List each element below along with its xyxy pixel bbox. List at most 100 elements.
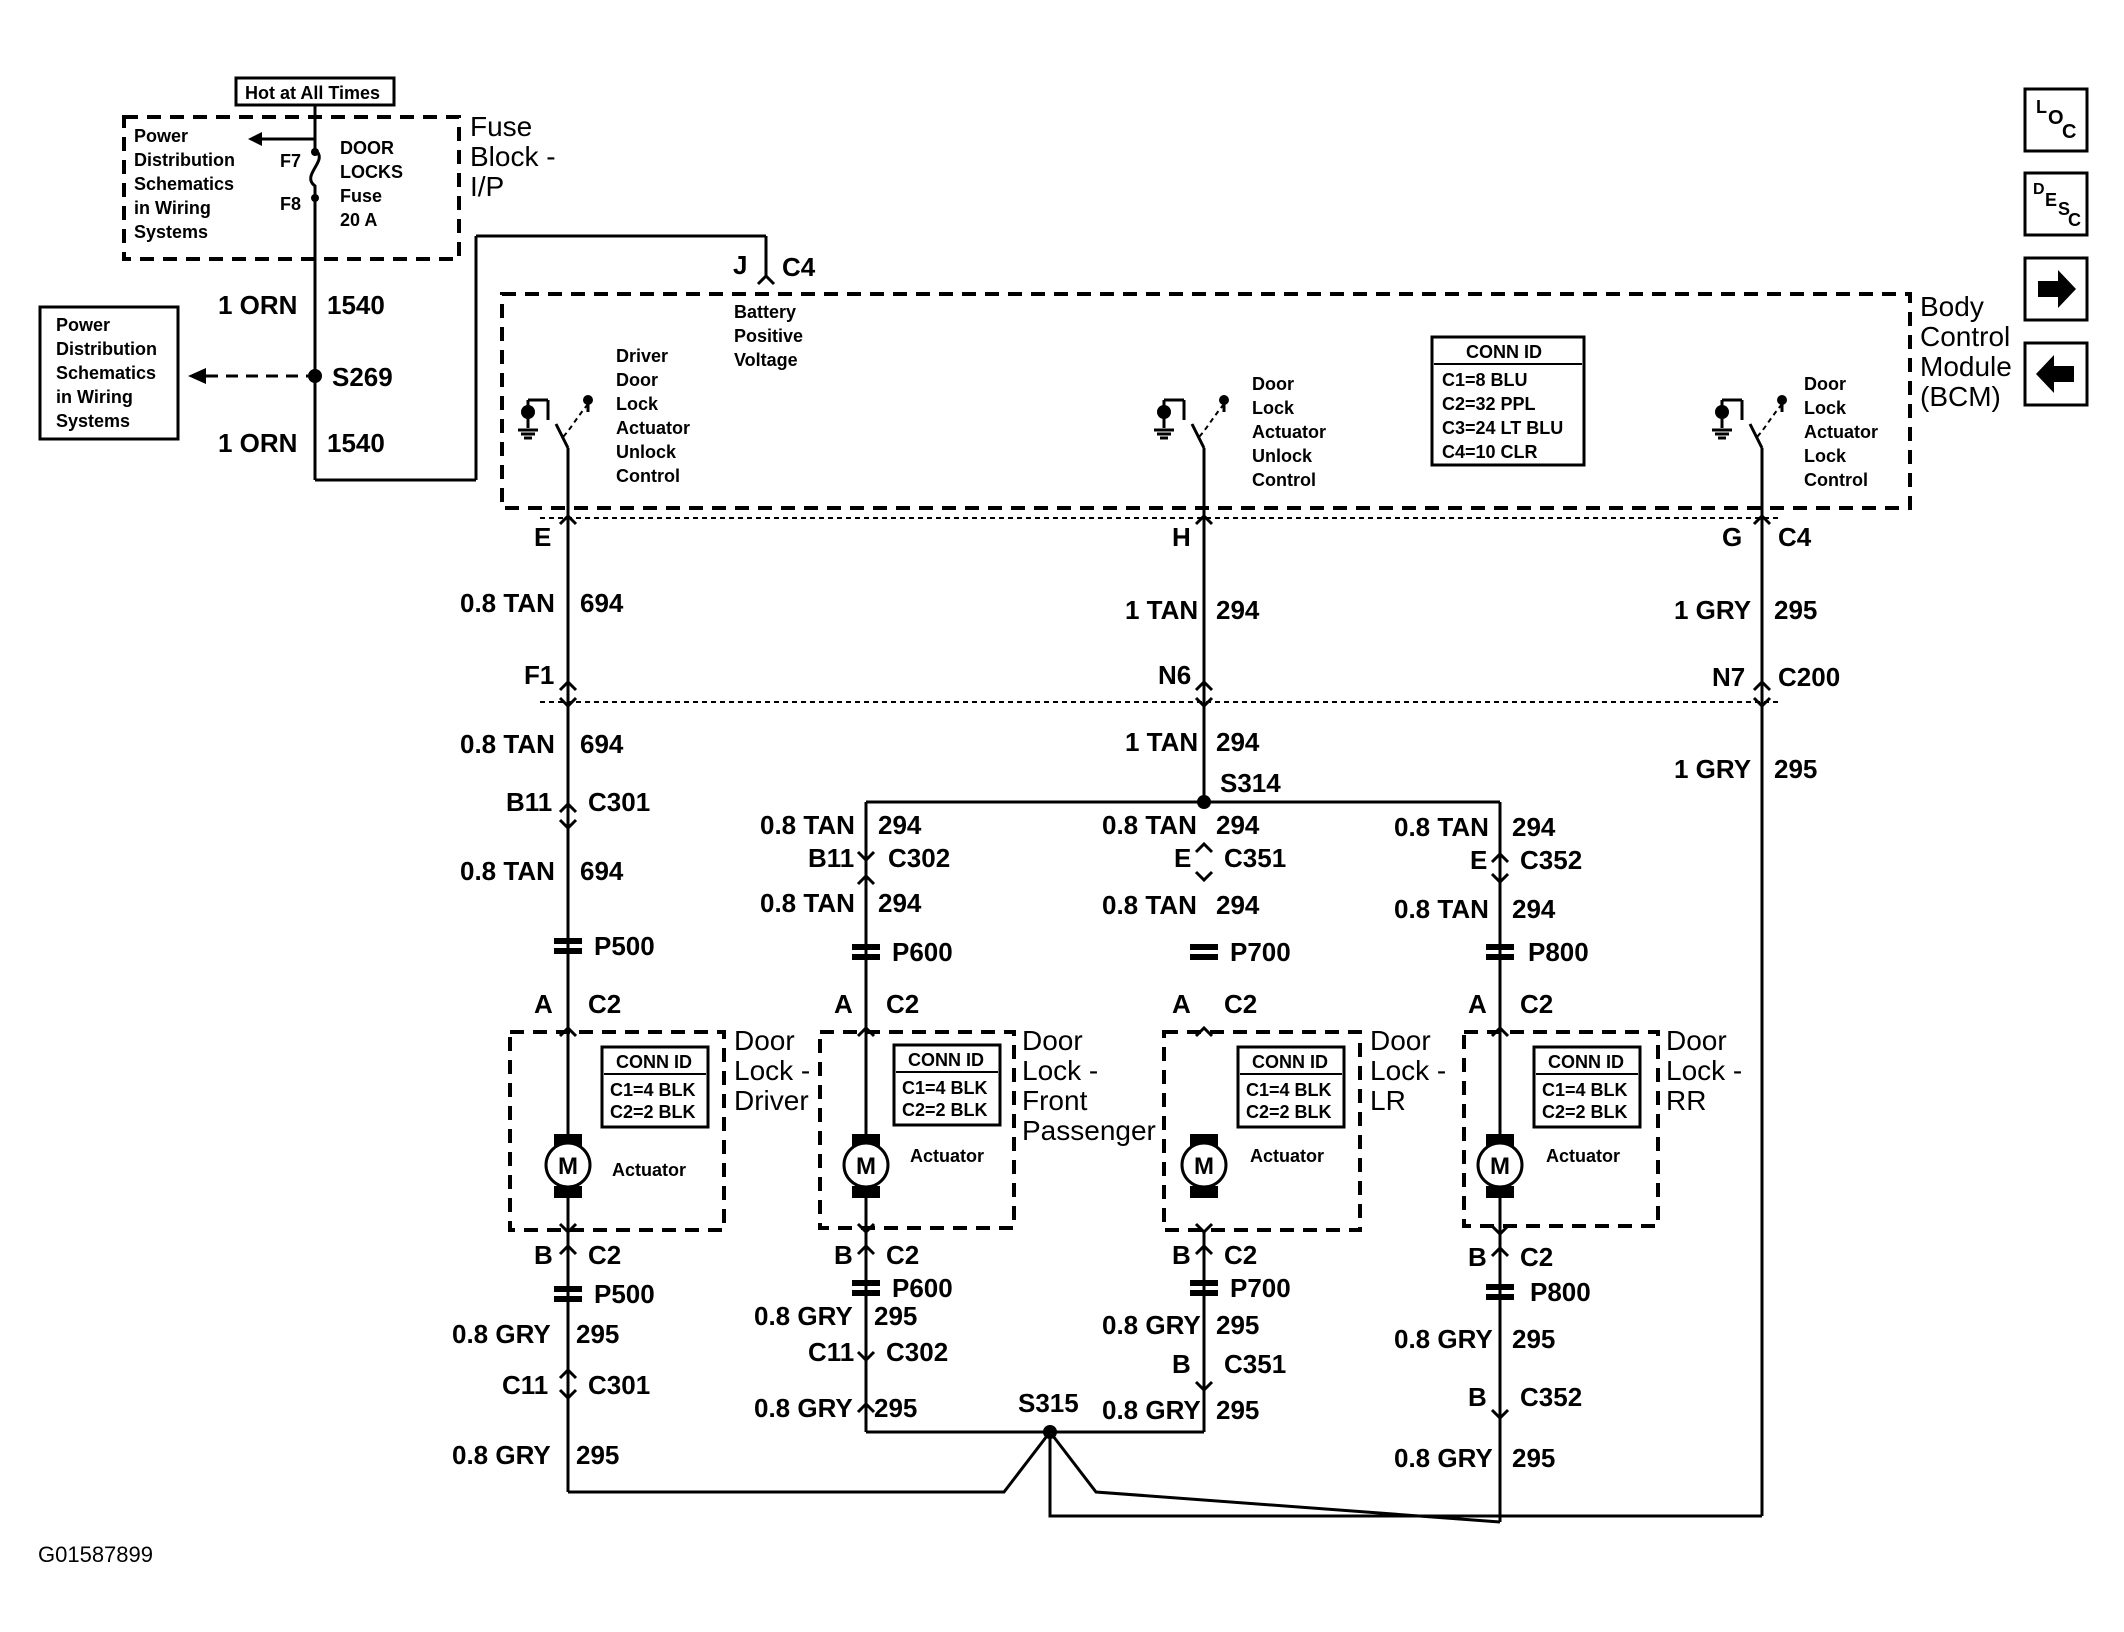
svg-text:295: 295 [1512, 1324, 1555, 1354]
c200-conn: C200 [1778, 662, 1840, 692]
svg-text:C2: C2 [588, 989, 621, 1019]
svg-text:C2: C2 [886, 1240, 919, 1270]
svg-text:P700: P700 [1230, 1273, 1291, 1303]
svg-text:P700: P700 [1230, 937, 1291, 967]
bcm-conn-g: C4 [1778, 522, 1812, 552]
desc-c: C [2068, 210, 2081, 230]
svg-text:Door: Door [1666, 1025, 1727, 1056]
bcm-box [500, 292, 1912, 510]
svg-text:Fuse: Fuse [340, 186, 382, 206]
figure-id: G01587899 [38, 1542, 153, 1567]
wire-295-circuit-mid: 295 [1774, 754, 1817, 784]
svg-text:C4=10 CLR: C4=10 CLR [1442, 442, 1538, 462]
svg-text:LOCKS: LOCKS [340, 162, 403, 182]
svg-text:A: A [534, 989, 553, 1019]
splice-s269-label: S269 [332, 362, 393, 392]
wire-295-gauge-top: 1 GRY [1674, 595, 1751, 625]
svg-text:CONN ID: CONN ID [1466, 342, 1542, 362]
c200-pin-n7: N7 [1712, 662, 1745, 692]
svg-text:C2: C2 [1520, 989, 1553, 1019]
svg-text:Lock -: Lock - [734, 1055, 810, 1086]
svg-text:M: M [558, 1153, 578, 1180]
fuse-block-box [122, 115, 461, 261]
svg-text:294: 294 [1216, 810, 1260, 840]
battery-positive-voltage-label: Battery Positive Voltage [734, 302, 803, 370]
svg-text:C11: C11 [502, 1370, 548, 1400]
driver-ground-path: 0.8 GRY 295 C11 C301 0.8 GRY 295 [452, 1319, 650, 1470]
svg-text:Lock -: Lock - [1022, 1055, 1098, 1086]
next-page-button[interactable] [2023, 256, 2089, 322]
front-passenger-ground-path: 0.8 GRY 295 C11 C302 0.8 GRY 295 [754, 1301, 948, 1423]
fuse-terminal-f8: F8 [280, 194, 301, 214]
svg-text:294: 294 [878, 810, 922, 840]
svg-text:C302: C302 [888, 843, 950, 873]
hot-at-all-times-label: Hot at All Times [234, 76, 396, 107]
desc-d: D [2033, 181, 2045, 198]
svg-text:Positive: Positive [734, 326, 803, 346]
wire-694-circuit-top: 694 [580, 588, 624, 618]
svg-text:Driver: Driver [616, 346, 668, 366]
door-lock-front-passenger: P600 A C2 CONN ID C1=4 BLK C2=2 BLK M Ac… [818, 937, 1156, 1303]
door-locks-fuse-label: DOOR LOCKS Fuse 20 A [340, 138, 403, 230]
driver-unlock-label: Driver Door Lock Actuator Unlock Control [616, 346, 690, 486]
svg-text:Door: Door [1022, 1025, 1083, 1056]
svg-text:P800: P800 [1528, 937, 1589, 967]
svg-text:0.8 GRY: 0.8 GRY [452, 1319, 551, 1349]
svg-text:Body: Body [1920, 291, 1984, 322]
svg-text:(BCM): (BCM) [1920, 381, 2001, 412]
inline-connector-p500-bottom [554, 1286, 582, 1302]
left-rear-ground-path: 0.8 GRY 295 B C351 0.8 GRY 295 [1102, 1310, 1286, 1425]
svg-text:295: 295 [1512, 1443, 1555, 1473]
svg-text:Unlock: Unlock [616, 442, 677, 462]
inline-connector-p500-top [554, 938, 582, 954]
svg-text:C3=24 LT BLU: C3=24 LT BLU [1442, 418, 1563, 438]
svg-text:B: B [834, 1240, 853, 1270]
svg-text:0.8 GRY: 0.8 GRY [452, 1440, 551, 1470]
svg-text:0.8 GRY: 0.8 GRY [1394, 1324, 1493, 1354]
c301-conn: C301 [588, 787, 650, 817]
svg-text:295: 295 [576, 1319, 619, 1349]
svg-text:Door: Door [1370, 1025, 1431, 1056]
bcm-conn-c4: C4 [782, 252, 816, 282]
previous-page-button[interactable] [2023, 341, 2089, 407]
wire-694-gauge-mid: 0.8 TAN [460, 729, 555, 759]
inline-connector-p800-bottom [1486, 1284, 1514, 1300]
lock-label: Door Lock Actuator Lock Control [1804, 374, 1878, 490]
svg-text:Lock: Lock [1804, 398, 1847, 418]
svg-text:0.8 TAN: 0.8 TAN [1102, 890, 1197, 920]
wire-294-gauge-mid: 1 TAN [1125, 727, 1198, 757]
svg-text:Actuator: Actuator [1804, 422, 1878, 442]
svg-text:C351: C351 [1224, 843, 1286, 873]
svg-text:Control: Control [1920, 321, 2010, 352]
svg-text:CONN ID: CONN ID [1548, 1052, 1624, 1072]
door-lock-left-rear: P700 A C2 CONN ID C1=4 BLK C2=2 BLK M Ac… [1162, 937, 1446, 1303]
svg-text:B: B [1468, 1242, 1487, 1272]
bcm-pin-e: E [534, 522, 551, 552]
location-button[interactable]: L O C [2023, 87, 2089, 153]
svg-text:C1=4 BLK: C1=4 BLK [610, 1080, 696, 1100]
svg-text:Schematics: Schematics [134, 174, 234, 194]
svg-text:C2: C2 [1520, 1242, 1553, 1272]
svg-text:A: A [834, 989, 853, 1019]
svg-text:CONN ID: CONN ID [908, 1050, 984, 1070]
splice-s315-label: S315 [1018, 1388, 1079, 1418]
svg-text:A: A [1172, 989, 1191, 1019]
feed-wire-circuit-2: 1540 [327, 428, 385, 458]
svg-text:RR: RR [1666, 1085, 1706, 1116]
c200-pin-n6: N6 [1158, 660, 1191, 690]
wire-294-circuit-top: 294 [1216, 595, 1260, 625]
svg-text:Systems: Systems [56, 411, 130, 431]
inline-connector-p600-top [852, 944, 880, 960]
svg-text:Driver: Driver [734, 1085, 809, 1116]
c301-pin-b11: B11 [506, 787, 552, 817]
svg-text:P600: P600 [892, 937, 953, 967]
svg-text:0.8 GRY: 0.8 GRY [1102, 1310, 1201, 1340]
svg-text:294: 294 [1512, 894, 1556, 924]
svg-text:0.8 TAN: 0.8 TAN [1394, 812, 1489, 842]
description-button[interactable]: D E S C [2023, 171, 2089, 237]
svg-text:B: B [1172, 1349, 1191, 1379]
svg-text:0.8 TAN: 0.8 TAN [760, 888, 855, 918]
svg-text:Lock: Lock [1252, 398, 1295, 418]
svg-text:M: M [856, 1153, 876, 1180]
fuse-icon [309, 148, 321, 196]
